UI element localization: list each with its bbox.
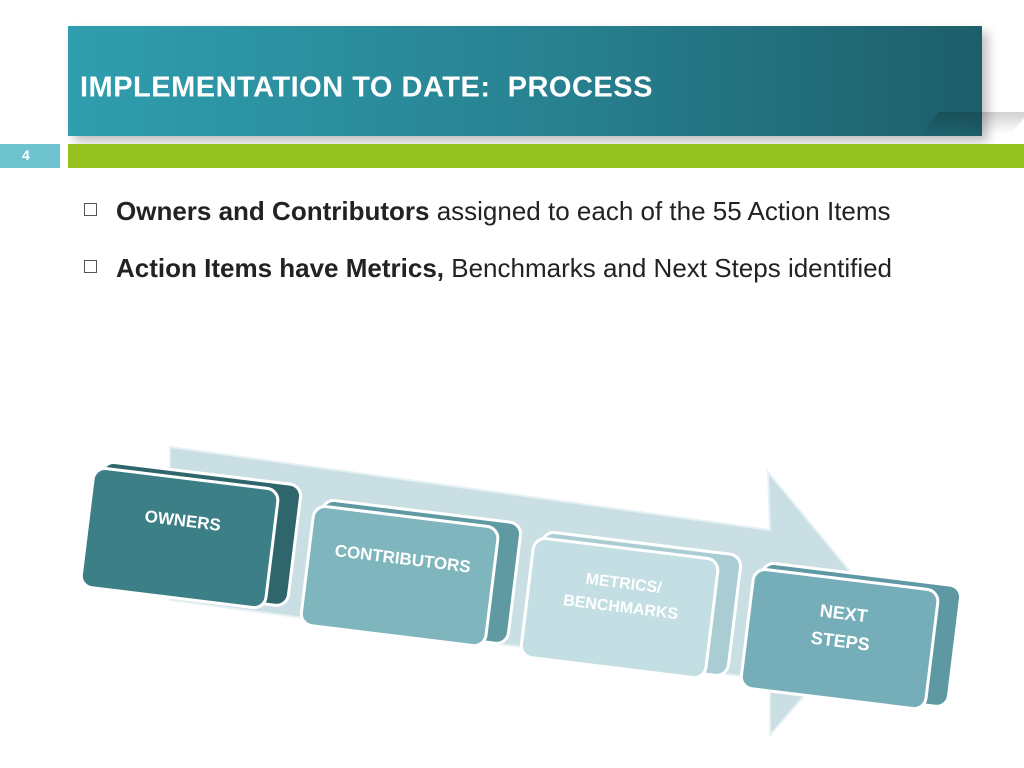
title-bar: IMPLEMENTATION TO DATE: PROCESS (68, 26, 982, 136)
slide-title: IMPLEMENTATION TO DATE: PROCESS (80, 71, 653, 104)
step-contributors: CONTRIBUTORS (299, 499, 523, 648)
slide-number-box: 4 (0, 144, 60, 168)
bullet-text: Benchmarks and Next Steps identified (444, 253, 893, 283)
bullet-bold-text: Owners and Contributors (116, 196, 430, 226)
bullet-item: Action Items have Metrics, Benchmarks an… (84, 247, 984, 290)
square-bullet-icon (84, 203, 97, 216)
step-next-steps: NEXT STEPS (739, 562, 963, 711)
bullet-text: assigned to each of the 55 Action Items (429, 196, 891, 226)
square-bullet-icon (84, 260, 97, 273)
slide-number: 4 (22, 147, 30, 163)
bullet-item: Owners and Contributors assigned to each… (84, 190, 984, 233)
step-owners: OWNERS (79, 461, 303, 610)
bullet-list: Owners and Contributors assigned to each… (84, 190, 984, 304)
step-metrics: METRICS/ BENCHMARKS (519, 531, 743, 680)
accent-bar (68, 144, 1024, 168)
bullet-bold-text: Action Items have Metrics, (116, 253, 444, 283)
